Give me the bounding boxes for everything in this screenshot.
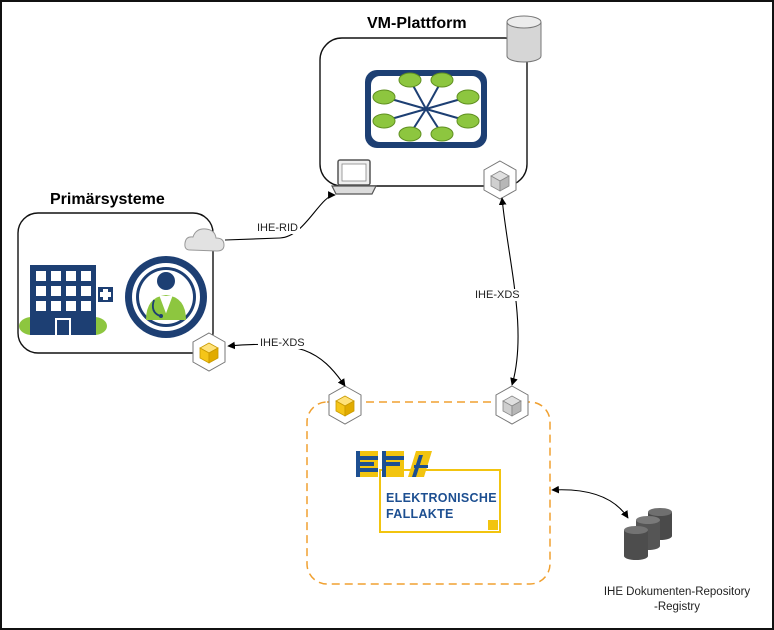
edge-label-ihe-rid: IHE-RID — [255, 222, 300, 234]
database-stack-icon — [624, 508, 672, 560]
primary-systems-title: Primärsysteme — [50, 191, 165, 208]
efa-logo-line1: ELEKTRONISCHE — [386, 491, 497, 505]
hospital-icon — [19, 265, 113, 335]
repository-label-line1: IHE Dokumenten-Repository — [603, 586, 751, 598]
network-hub-icon — [365, 70, 487, 148]
actor-cube-icon — [483, 160, 517, 200]
laptop-icon — [331, 159, 377, 195]
edge-ihe-rid[interactable] — [224, 191, 336, 241]
efa-logo — [356, 451, 501, 533]
edge-label-ihe-xds-vertical: IHE-XDS — [473, 289, 522, 301]
actor-cube-icon — [495, 385, 529, 425]
vm-platform-title: VM-Plattform — [367, 15, 467, 32]
edge-label-ihe-xds-horizontal: IHE-XDS — [258, 337, 307, 349]
cloud-icon — [184, 228, 225, 252]
actor-cube-icon — [328, 385, 362, 425]
edge-ihe-xds-horizontal[interactable] — [227, 341, 346, 387]
repository-label-line2: -Registry — [653, 601, 700, 613]
repository-label: IHE Dokumenten-Repository -Registry — [583, 585, 771, 615]
edge-repository[interactable] — [551, 485, 629, 519]
database-icon — [506, 15, 542, 63]
doctor-icon — [125, 256, 207, 338]
efa-logo-line2: FALLAKTE — [386, 507, 454, 521]
actor-cube-icon — [192, 332, 226, 372]
efa-container[interactable] — [306, 401, 551, 585]
